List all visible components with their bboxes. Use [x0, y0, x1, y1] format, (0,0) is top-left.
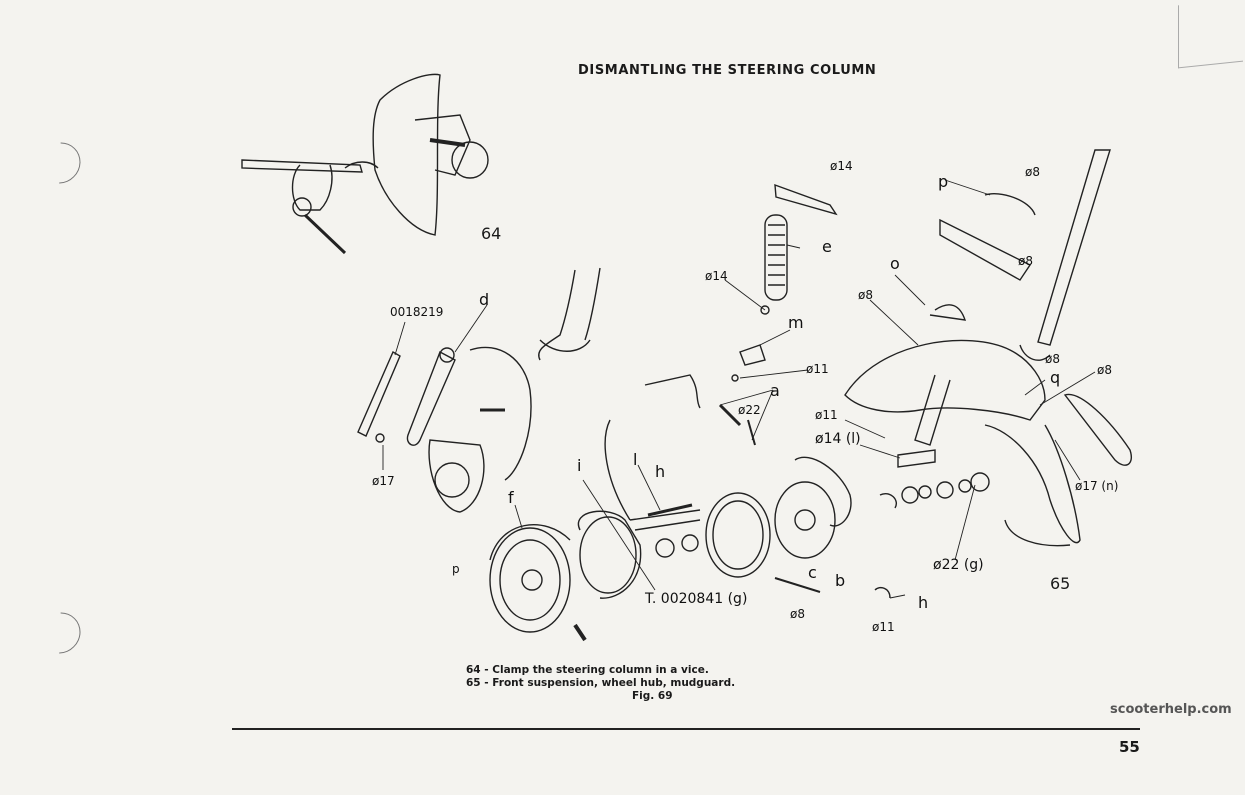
- callout-c: c: [808, 563, 817, 582]
- callout-n8-bottom: ø8: [790, 607, 805, 621]
- callout-n11-b: ø11: [815, 408, 838, 422]
- callout-0018219: 0018219: [390, 305, 444, 319]
- callout-f: f: [508, 488, 514, 507]
- callout-h-top: h: [655, 462, 666, 481]
- footer-rule: [232, 728, 1140, 730]
- callout-n17-n: ø17 (n): [1075, 479, 1119, 493]
- figure-caption: 64 - Clamp the steering column in a vice…: [466, 664, 735, 703]
- callout-o: o: [890, 254, 900, 273]
- mudguard-drawing: [774, 149, 1132, 599]
- callout-leaders: [382, 179, 1096, 599]
- callout-n14-l: ø14 (l): [815, 431, 861, 447]
- watermark-text: scooterhelp.com: [1110, 702, 1232, 717]
- callout-p-small: p: [452, 562, 460, 576]
- callout-n11-a: ø11: [806, 362, 829, 376]
- figure-65-label: 65: [1050, 574, 1071, 593]
- brake-drum-drawing: [489, 492, 771, 642]
- callout-n8-q: ø8: [1045, 352, 1060, 366]
- callout-m: m: [788, 313, 804, 332]
- callout-n22: ø22: [738, 403, 761, 417]
- caption-line-64: 64 - Clamp the steering column in a vice…: [466, 664, 709, 676]
- callout-n8-top: ø8: [1025, 165, 1040, 179]
- callout-h-bottom: h: [918, 593, 929, 612]
- callout-n8-right: ø8: [1097, 363, 1112, 377]
- fig65-fork-assembly: [357, 267, 601, 513]
- callout-b: b: [835, 571, 846, 590]
- cable-spring-drawing: [604, 183, 838, 521]
- fig64-drawing: [241, 73, 489, 255]
- caption-line-65: 65 - Front suspension, wheel hub, mudgua…: [466, 677, 736, 689]
- caption-fig-number: Fig. 69: [632, 690, 673, 702]
- callout-t0020841: T. 0020841 (g): [645, 591, 748, 607]
- callout-n14-top: ø14: [830, 159, 853, 173]
- page-number: 55: [1119, 738, 1140, 756]
- callout-n11-bottom: ø11: [872, 620, 895, 634]
- page-title: DISMANTLING THE STEERING COLUMN: [578, 63, 877, 78]
- callout-p-top: p: [938, 172, 949, 191]
- callout-n8-mid: ø8: [1018, 254, 1033, 268]
- callout-n22-g: ø22 (g): [933, 557, 984, 573]
- hub-drawing: [774, 456, 990, 559]
- callout-i: i: [577, 456, 582, 475]
- callout-n14-mid: ø14: [705, 269, 728, 283]
- callout-a: a: [770, 381, 780, 400]
- callout-d: d: [479, 290, 490, 309]
- callout-q: q: [1050, 368, 1061, 387]
- callout-n17-left: ø17: [372, 474, 395, 488]
- callout-n8-left: ø8: [858, 288, 873, 302]
- figure-64-label: 64: [481, 224, 502, 243]
- callout-e: e: [822, 237, 832, 256]
- callout-l-top: l: [633, 450, 638, 469]
